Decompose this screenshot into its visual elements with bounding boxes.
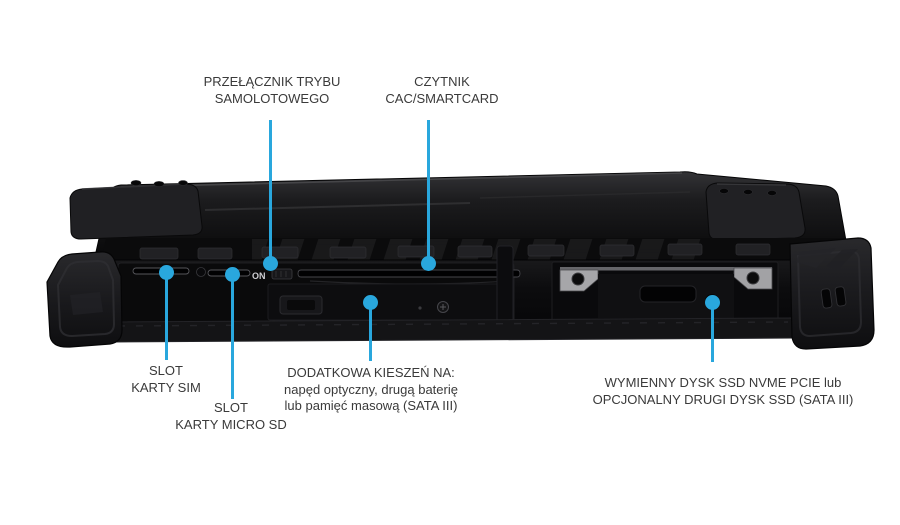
laptop-lid xyxy=(95,171,849,253)
callout-label-airplane-switch: PRZEŁĄCZNIK TRYBU SAMOLOTOWEGO xyxy=(203,74,341,106)
corner-bumper-right xyxy=(789,237,875,350)
lid-corner-bumper-right xyxy=(705,182,806,241)
airplane-mode-switch: ON xyxy=(252,268,293,281)
callout-dot-airplane-switch xyxy=(262,255,278,271)
callout-line-smartcard xyxy=(426,120,430,263)
callout-label-sim: SLOT KARTY SIM xyxy=(131,363,201,395)
screw-icon xyxy=(746,271,760,285)
corner-bumper-left xyxy=(46,251,123,348)
callout-dot-smartcard xyxy=(420,255,436,271)
svg-text:ON: ON xyxy=(252,271,266,281)
callout-line-sim xyxy=(164,272,168,360)
bottom-rail xyxy=(110,317,797,343)
vent-slot-icon xyxy=(834,286,847,307)
screw-icon xyxy=(437,301,449,313)
vent-strip xyxy=(100,238,852,266)
ssd-bracket-right xyxy=(733,267,773,290)
vent-hole-icon xyxy=(743,189,753,195)
vent-hole-icon xyxy=(767,190,777,196)
callout-label-smartcard: CZYTNIK CAC/SMARTCARD xyxy=(385,74,499,106)
media-bay-door xyxy=(267,283,511,321)
callout-label-ssd: WYMIENNY DYSK SSD NVME PCIE lub OPCJONAL… xyxy=(592,375,854,407)
screw-icon xyxy=(196,267,206,277)
chassis-front: ON xyxy=(91,245,863,343)
vent-hole-icon xyxy=(719,188,729,194)
vent-slot-icon xyxy=(820,288,833,309)
callout-line-ssd xyxy=(710,302,714,362)
vent-hole-icon xyxy=(153,181,165,187)
callout-label-media-bay: DODATKOWA KIESZEŃ NA: napęd optyczny, dr… xyxy=(284,365,458,413)
screw-icon xyxy=(571,272,585,286)
lid-corner-bumper-left xyxy=(69,180,203,240)
callout-line-media-bay xyxy=(368,302,372,361)
caddy-handle xyxy=(639,285,697,303)
vent-hole-icon xyxy=(130,180,142,186)
callout-line-airplane-switch xyxy=(268,120,272,263)
callout-label-microsd: SLOT KARTY MICRO SD xyxy=(175,400,287,432)
vent-hole-icon xyxy=(178,180,188,186)
ssd-bracket-left xyxy=(559,269,599,292)
callout-line-microsd xyxy=(230,274,234,399)
ssd-bay-assembly xyxy=(551,261,779,323)
